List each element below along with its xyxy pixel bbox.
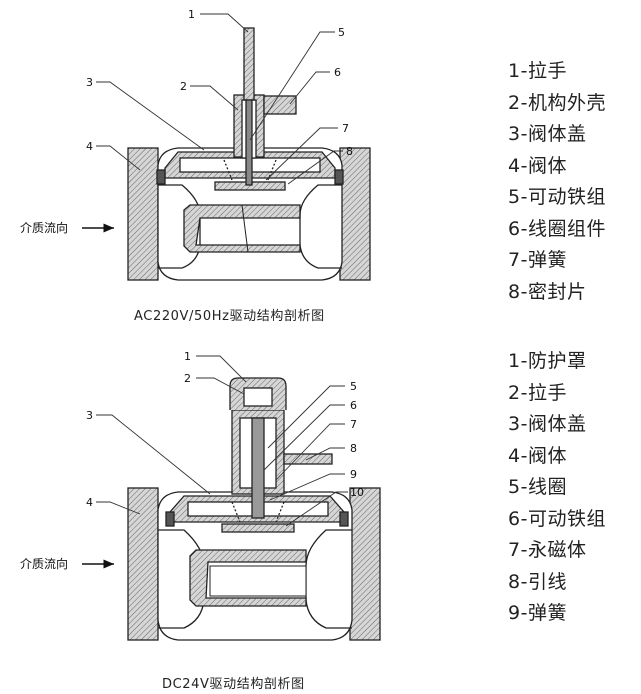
diagram2-callout-1: 1: [184, 350, 191, 363]
diagram1-bolt-left: [156, 169, 166, 185]
diagram2-legend-item: 5-线圈: [508, 476, 567, 498]
diagram2-flow-label: 介质流向: [20, 556, 68, 571]
diagram1-callout-8: 8: [346, 145, 353, 158]
diagram1-bolt-right: [334, 169, 344, 185]
diagram1-legend-item: 8-密封片: [508, 280, 587, 303]
diagram1-legend-item: 3-阀体盖: [508, 123, 587, 145]
diagram1-handle: [243, 27, 255, 101]
diagram2-seat-wall: [189, 549, 307, 607]
diagram2-callout-10: 10: [350, 486, 364, 499]
diagram1-caption: AC220V/50Hz驱动结构剖析图: [134, 309, 325, 324]
diagram2-callout-9: 9: [350, 468, 357, 481]
diagram1-flow-label: 介质流向: [20, 220, 68, 235]
diagram1-callout-numbers: 1 2 3 4 5 6 7 8: [86, 8, 353, 158]
diagram1-left-flange: [127, 147, 159, 281]
diagram1-legend-item: 1-拉手: [508, 60, 567, 82]
diagram2-leader-lines: [96, 355, 348, 527]
diagram2-callout-6: 6: [350, 399, 357, 412]
diagram1-callout-4: 4: [86, 140, 93, 153]
diagram2-spring: [231, 501, 285, 523]
diagram2-legend-item: 7-永磁体: [508, 539, 587, 561]
diagram2-legend-item: 9-弹簧: [508, 602, 567, 624]
diagram2-legend-item: 8-引线: [508, 570, 567, 593]
diagram2-legend: 1-防护罩 2-拉手 3-阀体盖 4-阀体 5-线圈 6-可动铁组 7-永磁体 …: [508, 346, 606, 630]
diagram2-legend-item: 1-防护罩: [508, 350, 587, 372]
diagram1-callout-1: 1: [188, 8, 195, 21]
diagram1-coil-assembly: [263, 95, 297, 115]
diagram2-left-flange: [127, 487, 159, 641]
diagram1-callout-2: 2: [180, 80, 187, 93]
diagram1-callout-3: 3: [86, 76, 93, 89]
diagram2-legend-item: 4-阀体: [508, 444, 567, 467]
diagram1-leader-lines: [96, 13, 343, 185]
diagram2-callout-numbers: 1 2 3 4 5 6 7 8 9 10: [86, 350, 364, 509]
diagram1-legend: 1-拉手 2-机构外壳 3-阀体盖 4-阀体 5-可动铁组 6-线圈组件 7-弹…: [508, 56, 606, 308]
diagram1-callout-6: 6: [334, 66, 341, 79]
diagram2-callout-5: 5: [350, 380, 357, 393]
diagram1-legend-item: 4-阀体: [508, 154, 567, 177]
diagram2-bolt-right: [339, 511, 349, 527]
diagram2-drawing: [127, 377, 381, 641]
diagram1-callout-7: 7: [342, 122, 349, 135]
diagram2-legend-item: 6-可动铁组: [508, 507, 606, 530]
diagram2-callout-3: 3: [86, 409, 93, 422]
diagram2-callout-4: 4: [86, 496, 93, 509]
diagram1-callout-5: 5: [338, 26, 345, 39]
diagram1-drawing: [127, 27, 371, 281]
diagram2-bolt-left: [165, 511, 175, 527]
diagram2-callout-2: 2: [184, 372, 191, 385]
diagram1-legend-item: 6-线圈组件: [508, 217, 606, 240]
diagram2-legend-item: 3-阀体盖: [508, 413, 587, 435]
diagram2-callout-8: 8: [350, 442, 357, 455]
diagram2-seal-disc: [221, 523, 295, 533]
diagram2-plunger: [251, 417, 265, 519]
diagram1-legend-item: 7-弹簧: [508, 249, 567, 271]
diagram2-caption: DC24V驱动结构剖析图: [162, 677, 305, 692]
diagram1-legend-item: 5-可动铁组: [508, 186, 606, 208]
diagram1-legend-item: 2-机构外壳: [508, 91, 606, 114]
diagram1-right-flange: [339, 147, 371, 281]
diagram2-right-flange: [349, 487, 381, 641]
diagram2-callout-7: 7: [350, 418, 357, 431]
diagram2-legend-item: 2-拉手: [508, 381, 567, 404]
diagram1-seat-wall: [183, 204, 301, 253]
